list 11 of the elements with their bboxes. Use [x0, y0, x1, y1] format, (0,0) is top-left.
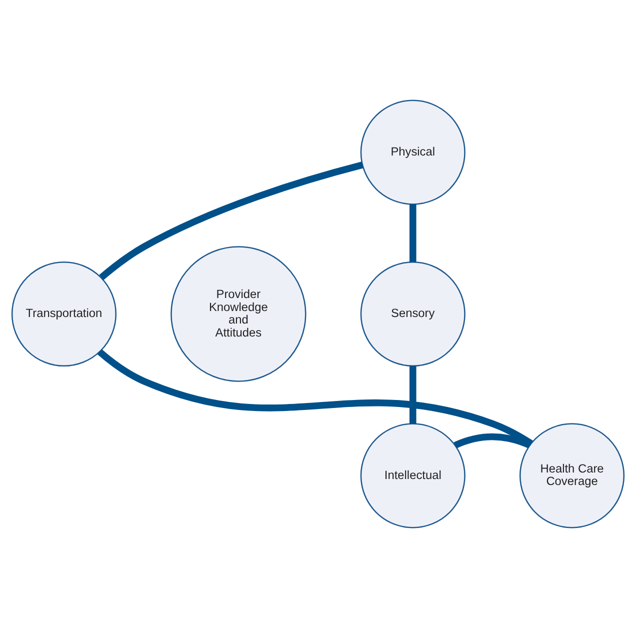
node-circle: Provider Knowledge and Attitudes: [170, 246, 306, 382]
node-circle: Physical: [360, 99, 466, 204]
connector: [99, 161, 364, 280]
connector: [409, 204, 416, 262]
node-circle: Sensory: [360, 260, 466, 366]
node-circle: Health Care Coverage: [519, 422, 625, 528]
node-circle: Intellectual: [360, 422, 466, 528]
connector: [409, 365, 416, 424]
connector: [97, 348, 533, 446]
connector: [454, 432, 532, 448]
node-circle: Transportation: [11, 260, 117, 366]
